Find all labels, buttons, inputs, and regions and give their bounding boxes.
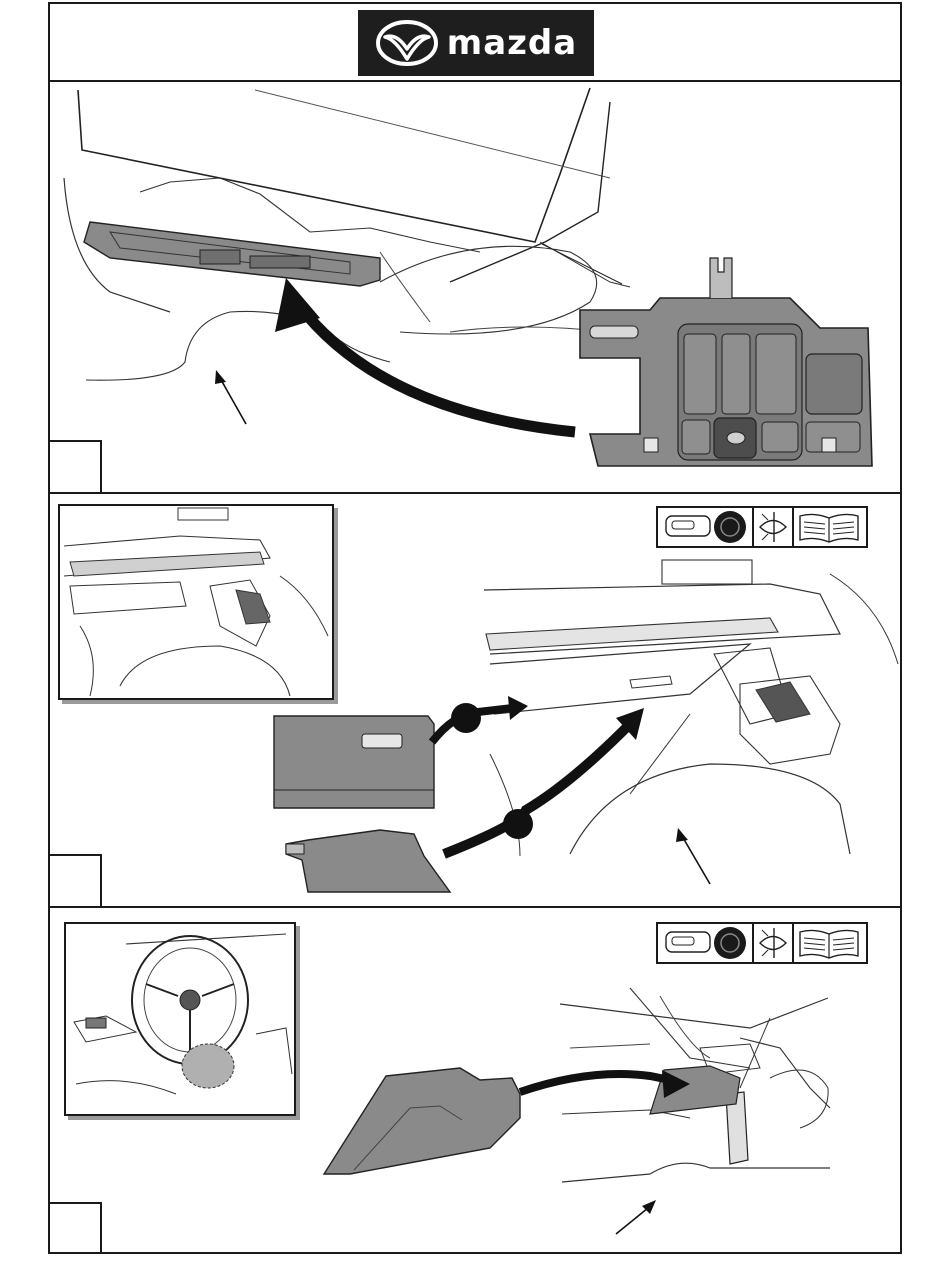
step-number-box [50, 854, 102, 906]
logo-wordmark: mazda [447, 23, 577, 63]
step-3-illustration [50, 908, 900, 1252]
step-2-illustration [50, 494, 900, 904]
step-3-panel [50, 908, 900, 1254]
step-number-box [50, 440, 102, 492]
step-2-panel [50, 494, 900, 908]
instruction-sheet: mazda [48, 2, 902, 1254]
step-number-box [50, 1202, 102, 1254]
mazda-emblem-icon [375, 19, 439, 67]
step-1-panel [50, 82, 900, 494]
mazda-logo: mazda [358, 10, 594, 76]
header: mazda [50, 4, 900, 82]
step-1-illustration [50, 82, 900, 492]
